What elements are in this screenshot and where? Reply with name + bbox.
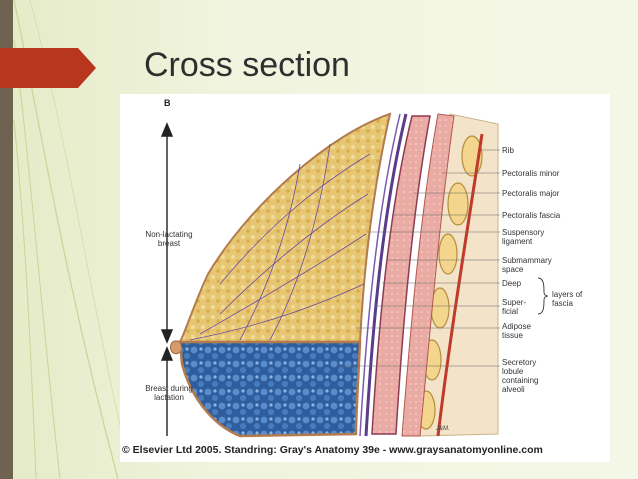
label-pectoralis-fascia: Pectoralis fascia [502, 211, 561, 220]
label-deep: Deep [502, 279, 522, 288]
cross-section-figure: B Non-lactating breast Breast during lac… [120, 94, 610, 462]
breast-lactating [178, 340, 362, 438]
label-non-lactating: Non-lactating breast [145, 230, 193, 248]
range-arrows [160, 122, 174, 436]
slide-title: Cross section [144, 46, 350, 84]
fascia-bracket [537, 277, 549, 315]
label-adipose-tissue: Adipose tissue [502, 322, 531, 340]
label-lactating: Breast during lactation [145, 384, 193, 402]
label-secretory-lobule: Secretory lobule containing alveoli [502, 358, 539, 394]
nipple [169, 340, 183, 355]
label-pectoralis-major: Pectoralis major [502, 189, 560, 198]
pectoralis-major [371, 115, 431, 435]
panel-letter: B [164, 98, 171, 108]
label-pectoralis-minor: Pectoralis minor [502, 169, 560, 178]
leader-lines [340, 149, 500, 367]
label-submammary-space: Submammary space [502, 256, 552, 274]
copyright-notice: © Elsevier Ltd 2005. Standring: Gray's A… [122, 444, 543, 456]
left-strip [0, 0, 13, 479]
label-suspensory-ligament: Suspensory ligament [502, 228, 545, 246]
label-superficial: Super- ficial [502, 298, 527, 316]
label-layers-of-fascia: layers of fascia [552, 290, 583, 308]
title-arrow-tab [0, 48, 96, 88]
breast-non-lactating [178, 112, 392, 343]
anatomy-illustration [160, 112, 549, 438]
pectoralis-minor [401, 113, 455, 437]
label-rib: Rib [502, 146, 515, 155]
artist-signature: J&M. [436, 426, 450, 432]
